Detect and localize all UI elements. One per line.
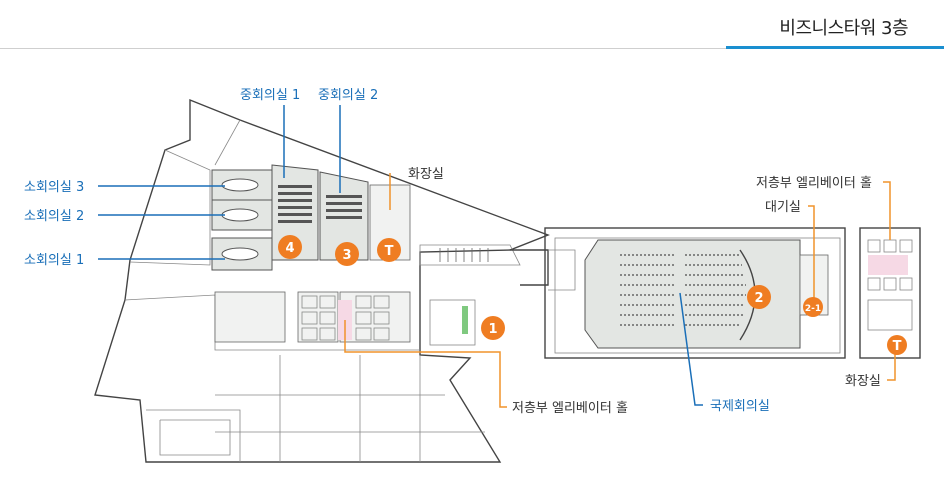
label-restroom-right: 화장실 (845, 374, 881, 389)
marker-3: 3 (335, 242, 359, 266)
header-accent-bar (726, 46, 944, 49)
label-mid-room-1: 중회의실 1 (240, 88, 300, 103)
label-waiting-room: 대기실 (765, 200, 801, 215)
label-small-room-2: 소회의실 2 (24, 209, 84, 224)
header-divider (0, 48, 944, 49)
svg-text:3: 3 (342, 248, 351, 263)
right-core-block (859, 227, 921, 359)
international-hall-block (544, 227, 846, 359)
small-meeting-rooms (211, 169, 273, 271)
label-low-elevator-bottom: 저층부 엘리베이터 홀 (512, 401, 628, 416)
svg-text:2-1: 2-1 (805, 304, 821, 314)
leader-lines (98, 105, 896, 408)
marker-2-1: 2-1 (803, 297, 823, 317)
mid-meeting-rooms (271, 164, 369, 261)
svg-text:1: 1 (488, 322, 497, 337)
svg-text:T: T (385, 244, 394, 259)
left-building (94, 98, 550, 463)
svg-text:4: 4 (285, 241, 294, 256)
restroom-right-icon: T (887, 335, 907, 355)
label-small-room-3: 소회의실 3 (24, 180, 84, 195)
label-low-elevator-right: 저층부 엘리베이터 홀 (756, 176, 872, 191)
page-title: 비즈니스타워 3층 (779, 18, 908, 39)
svg-text:T: T (893, 339, 902, 354)
marker-2: 2 (747, 285, 771, 309)
marker-1: 1 (481, 316, 505, 340)
svg-text:2: 2 (754, 291, 763, 306)
label-mid-room-2: 중회의실 2 (318, 88, 378, 103)
bridge (419, 244, 576, 291)
label-restroom-top: 화장실 (408, 167, 444, 182)
marker-4: 4 (278, 235, 302, 259)
restroom-top-icon: T (377, 238, 401, 262)
label-international-hall: 국제회의실 (710, 399, 770, 414)
label-small-room-1: 소회의실 1 (24, 253, 84, 268)
